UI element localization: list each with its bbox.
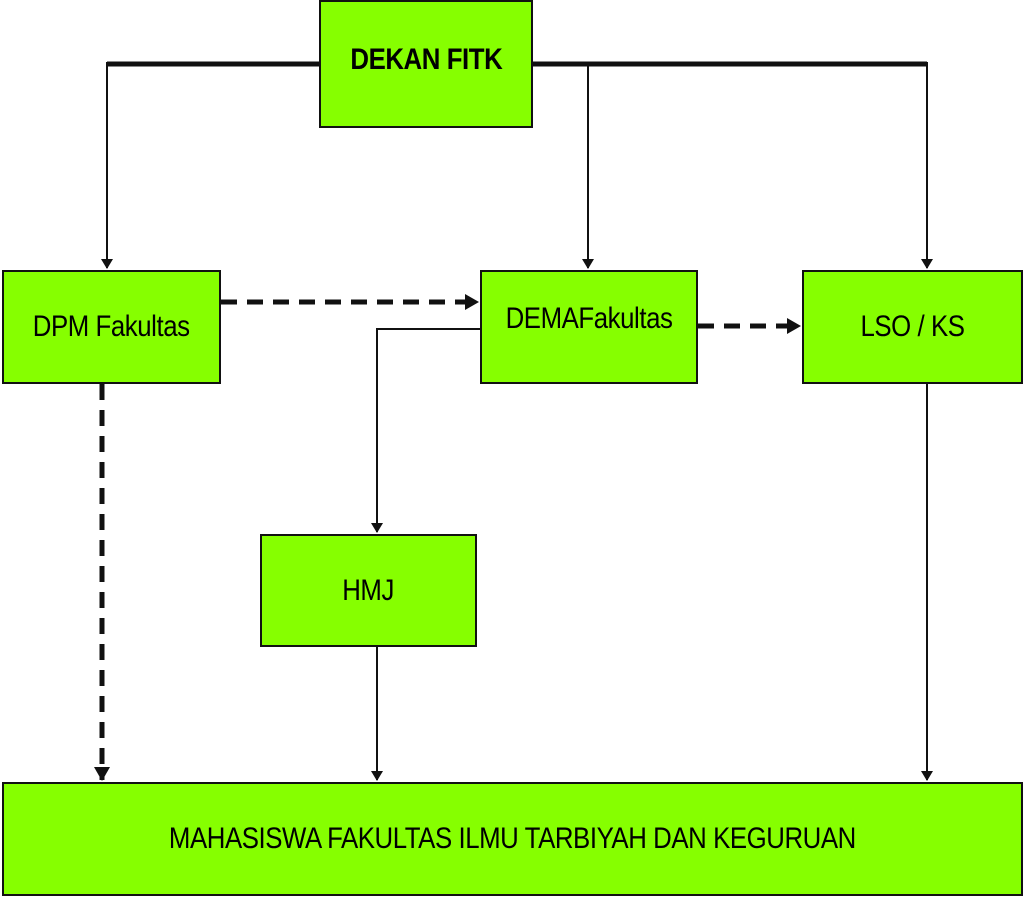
node-mahasiswa: MAHASISWA FAKULTAS ILMU TARBIYAH DAN KEG… (2, 782, 1023, 896)
node-dema-fakultas: DEMAFakultas (480, 270, 698, 384)
node-lso-ks: LSO / KS (802, 270, 1023, 384)
node-label: LSO / KS (860, 310, 965, 343)
node-label: DEMAFakultas (505, 302, 673, 335)
node-dekan-fitk: DEKAN FITK (319, 0, 533, 128)
node-label: HMJ (342, 573, 395, 607)
node-label: DPM Fakultas (33, 310, 190, 343)
node-hmj: HMJ (260, 534, 477, 647)
node-label: MAHASISWA FAKULTAS ILMU TARBIYAH DAN KEG… (169, 822, 856, 855)
node-dpm-fakultas: DPM Fakultas (2, 270, 221, 384)
node-label: DEKAN FITK (350, 43, 502, 76)
edge-dema-hmj (371, 328, 480, 533)
